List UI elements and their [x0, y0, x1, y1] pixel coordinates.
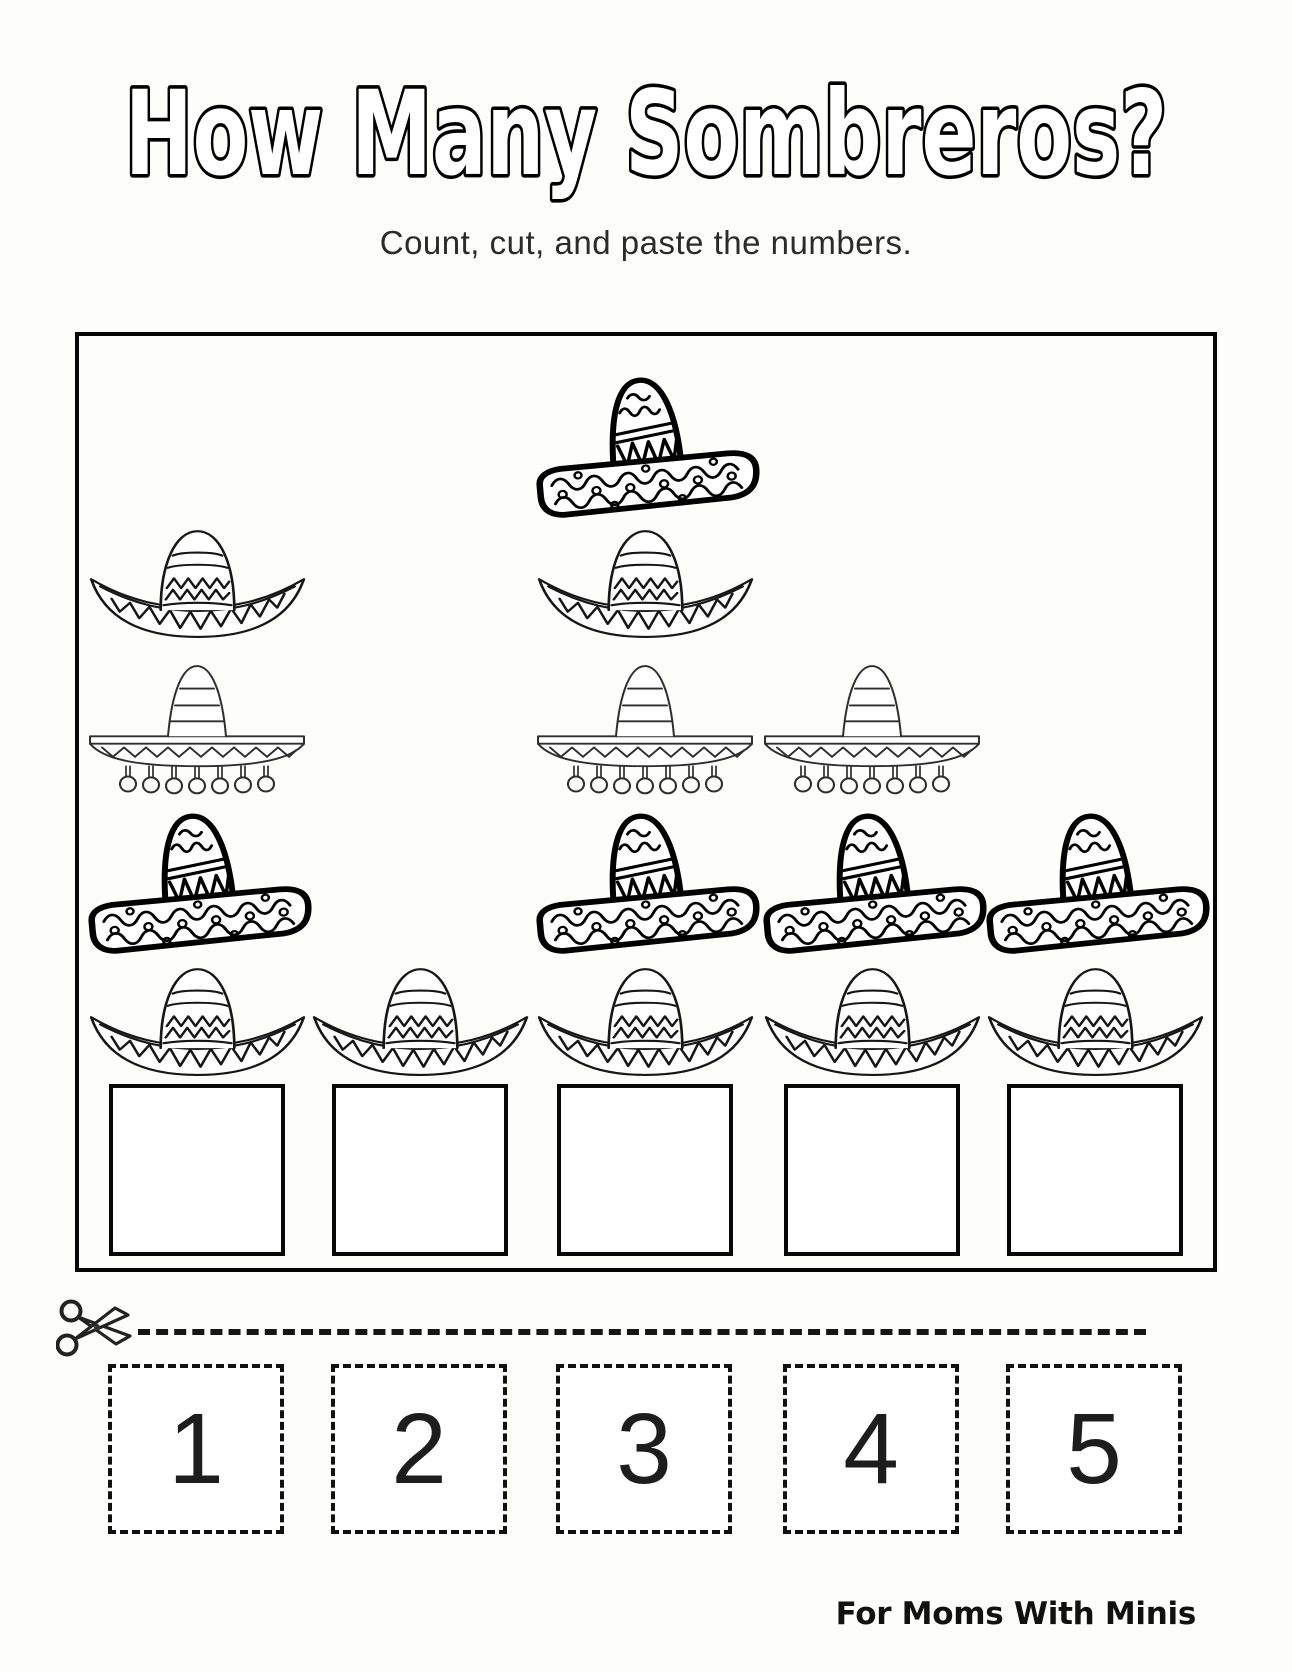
sombrero-classic [308, 957, 533, 1079]
sombrero-classic [533, 957, 758, 1079]
page-title-art: How Many Sombreros? [122, 63, 1170, 205]
sombrero-classic [760, 957, 985, 1079]
number-label: 3 [616, 1393, 672, 1505]
sombrero-bold [750, 799, 992, 964]
sombrero-classic [983, 957, 1208, 1079]
worksheet-instructions: Count, cut, and paste the numbers. [379, 224, 913, 261]
answer-box-3[interactable] [557, 1084, 733, 1256]
sombrero-classic [533, 519, 758, 641]
number-card-5[interactable]: 5 [1006, 1364, 1182, 1534]
answer-box-5[interactable] [1007, 1084, 1183, 1256]
number-card-1[interactable]: 1 [108, 1364, 284, 1534]
page-title: How Many Sombreros? [125, 66, 1167, 202]
sombrero-tassel [757, 653, 987, 798]
sombrero-classic [85, 519, 310, 641]
scissors-icon [56, 1299, 132, 1357]
sombrero-bold [523, 799, 765, 964]
number-card-2[interactable]: 2 [331, 1364, 507, 1534]
sombrero-tassel [82, 653, 312, 798]
answer-box-2[interactable] [332, 1084, 508, 1256]
sombrero-bold [523, 363, 765, 528]
number-label: 5 [1066, 1393, 1122, 1505]
number-card-3[interactable]: 3 [556, 1364, 732, 1534]
sombrero-bold [75, 799, 317, 964]
answer-box-1[interactable] [109, 1084, 285, 1256]
cut-dashed-line [138, 1329, 1146, 1335]
sombrero-classic [85, 957, 310, 1079]
sombrero-tassel [530, 653, 760, 798]
number-label: 1 [168, 1393, 224, 1505]
number-card-4[interactable]: 4 [783, 1364, 959, 1534]
number-label: 4 [843, 1393, 899, 1505]
footer-credit: For Moms With Minis [835, 1596, 1197, 1632]
answer-box-4[interactable] [784, 1084, 960, 1256]
sombrero-bold [973, 799, 1215, 964]
number-label: 2 [391, 1393, 447, 1505]
sombrero-board [75, 332, 1217, 1272]
